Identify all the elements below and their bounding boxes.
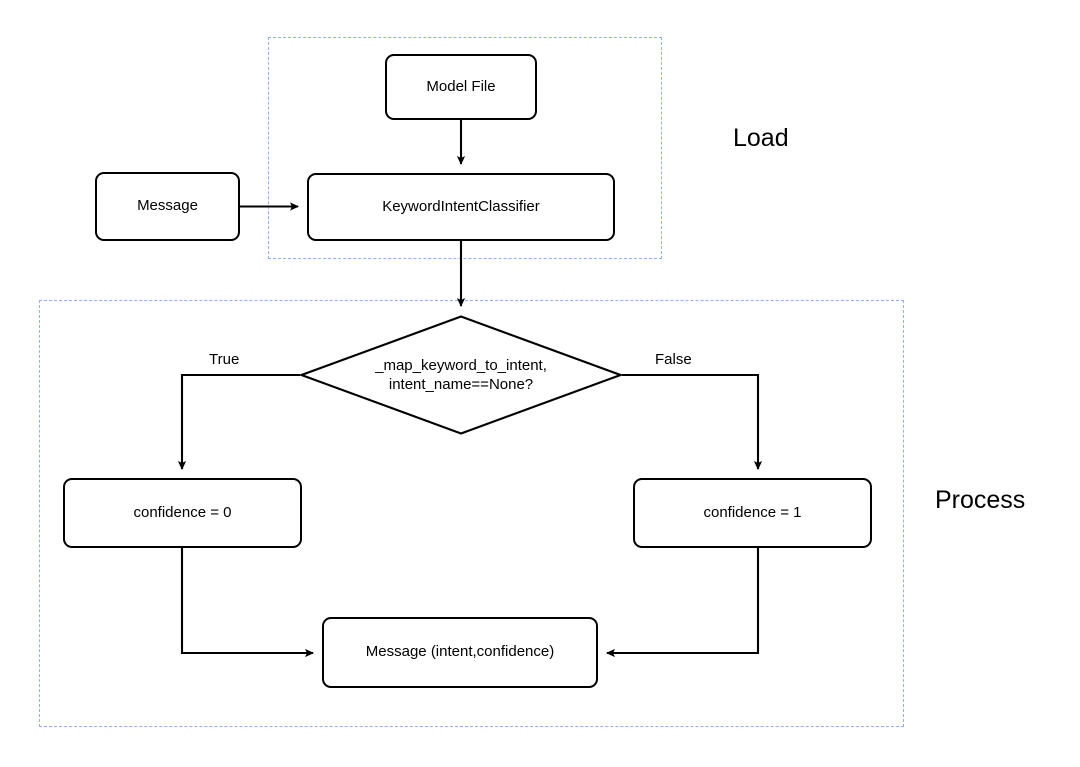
node-keyword-intent-classifier[interactable]: KeywordIntentClassifier [307,173,615,241]
node-message-input-label: Message [137,197,198,215]
node-confidence-one-label: confidence = 1 [703,503,802,521]
node-confidence-zero-label: confidence = 0 [133,503,232,521]
node-message-output-label: Message (intent,confidence) [365,643,555,661]
group-region-load [268,37,662,259]
node-keyword-intent-classifier-label: KeywordIntentClassifier [382,197,540,215]
decision-diamond-shape [300,315,622,435]
node-decision[interactable]: _map_keyword_to_intent, intent_name==Non… [300,315,622,435]
edge-label-false: False [655,351,692,368]
node-message-input[interactable]: Message [95,172,240,241]
group-region-process [39,300,904,727]
group-label-process: Process [935,486,1026,514]
node-model-file-label: Model File [426,77,496,95]
node-confidence-one[interactable]: confidence = 1 [633,478,872,548]
node-message-output[interactable]: Message (intent,confidence) [322,617,598,688]
group-label-load: Load [733,124,789,152]
edge-label-true: True [209,351,240,368]
node-decision-label: _map_keyword_to_intent, intent_name==Non… [375,356,547,394]
node-model-file[interactable]: Model File [385,54,537,120]
node-confidence-zero[interactable]: confidence = 0 [63,478,302,548]
